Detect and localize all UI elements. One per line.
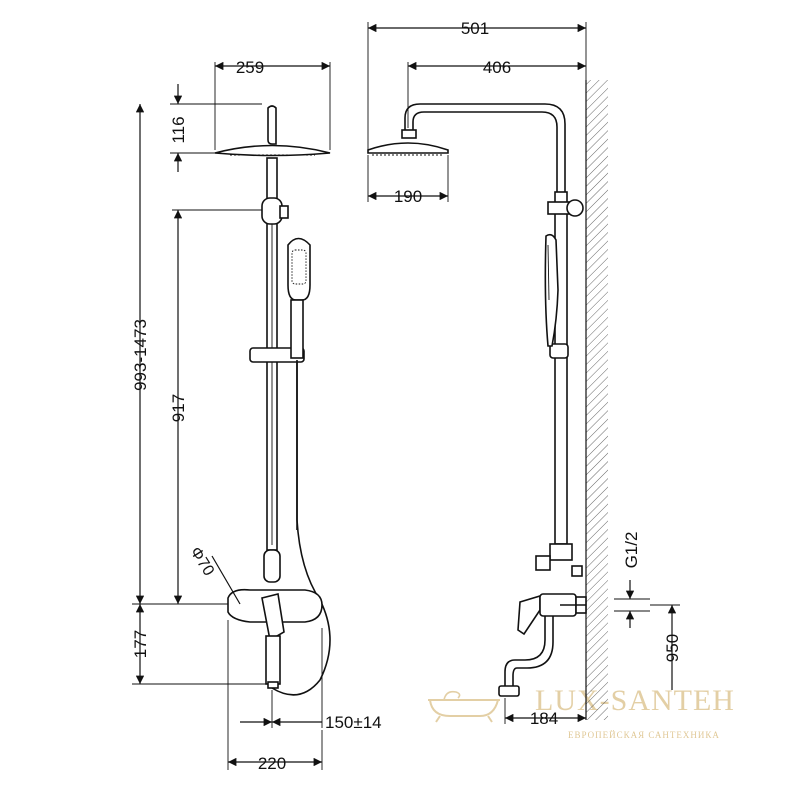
dim-head-height: 116 [169,116,188,143]
dim-arm-reach: 406 [483,58,511,77]
side-view: 501 406 190 G1/2 950 184 [367,19,682,728]
dim-bar-height: 917 [169,394,188,422]
dim-head-width: 190 [394,187,422,206]
watermark-tagline: ЕВРОПЕЙСКАЯ САНТЕХНИКА [568,730,720,740]
side-shower-head [367,142,449,156]
dim-base-width: 220 [258,754,286,773]
dim-mixer-height-side: 950 [663,634,682,662]
dim-total-height: 993-1473 [131,319,150,391]
dim-hose-offset: 150±14 [325,713,382,732]
side-shower-arm [401,103,566,200]
watermark: LUX-SANTEH ЕВРОПЕЙСКАЯ САНТЕХНИКА [428,684,735,740]
dim-thread: G1/2 [622,532,641,569]
wall-hatching [585,80,608,720]
bathtub-logo-icon [428,690,500,723]
front-hand-shower [287,237,311,530]
front-shower-head [214,105,331,157]
dim-mixer-height-front: 177 [131,630,150,658]
dim-spout-reach: 184 [530,709,558,728]
front-riser-bar [249,157,305,583]
dim-spout-phi: Φ70 [187,544,218,579]
front-hose [271,360,331,696]
side-hand-shower [544,233,559,347]
front-view: 259 116 993-1473 917 Φ70 177 150±14 220 [131,58,382,773]
front-mixer [227,588,323,689]
side-mixer [498,543,587,697]
watermark-brand: LUX-SANTEH [535,684,735,717]
dim-total-reach: 501 [461,19,489,38]
dim-head-diameter: 259 [236,58,264,77]
